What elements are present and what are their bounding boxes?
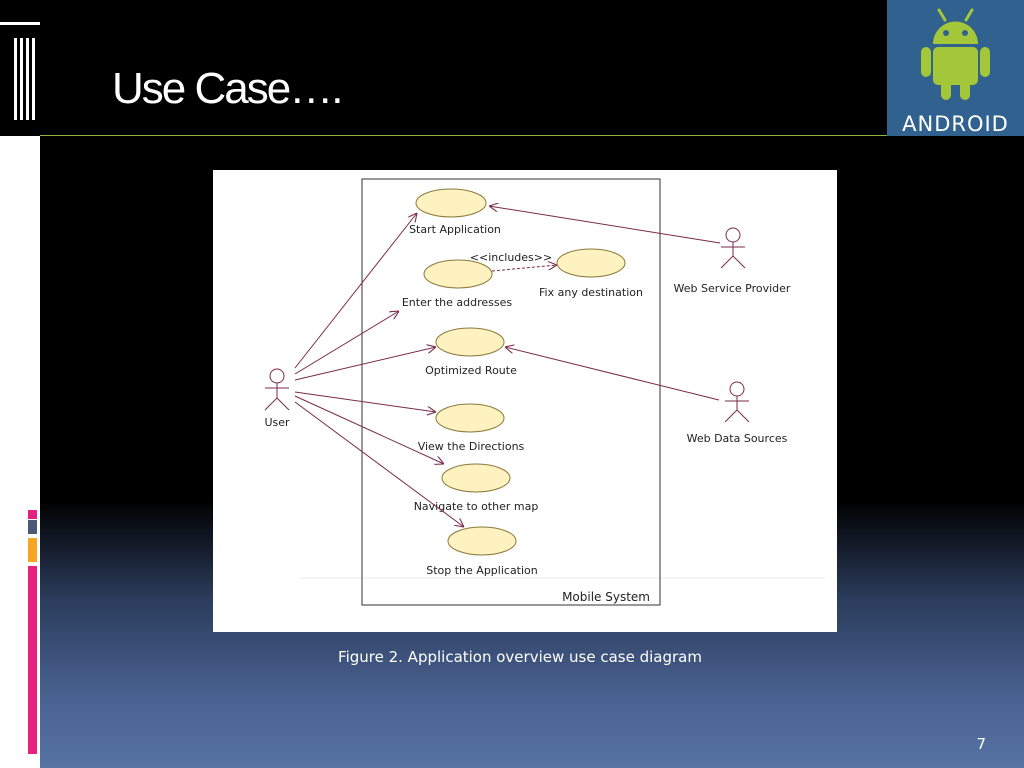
svg-text:Navigate to other map: Navigate to other map bbox=[414, 500, 539, 513]
title-divider bbox=[40, 135, 887, 136]
android-logo-text: ANDROID bbox=[902, 112, 1009, 136]
usecase-enter-addresses: Enter the addresses bbox=[402, 259, 513, 309]
svg-text:Fix any destination: Fix any destination bbox=[539, 286, 643, 299]
usecase-view-directions: View the Directions bbox=[418, 403, 525, 453]
accent-bar-orange bbox=[28, 538, 37, 562]
actor-web-service-provider bbox=[720, 227, 746, 269]
system-boundary bbox=[361, 178, 661, 606]
use-case-diagram-canvas: Mobile System Start Application Enter th… bbox=[264, 178, 825, 606]
slide-corner-lines-icon bbox=[0, 0, 40, 136]
usecase-start-application: Start Application bbox=[409, 188, 501, 236]
use-case-diagram: Mobile System Start Application Enter th… bbox=[213, 170, 837, 632]
web-service-provider-association bbox=[489, 206, 721, 244]
android-logo: ANDROID bbox=[887, 0, 1024, 136]
svg-text:Stop the Application: Stop the Application bbox=[426, 564, 538, 577]
accent-bar-pink-long bbox=[28, 566, 37, 754]
includes-label: <<includes>> bbox=[470, 251, 552, 264]
actor-web-data-sources bbox=[724, 381, 750, 423]
actor-web-data-sources-label: Web Data Sources bbox=[687, 432, 788, 445]
usecase-optimized-route: Optimized Route bbox=[425, 327, 517, 377]
title-bar bbox=[40, 0, 887, 136]
usecase-stop-application: Stop the Application bbox=[426, 526, 538, 577]
actor-user-label: User bbox=[264, 416, 290, 429]
usecase-navigate-other-map: Navigate to other map bbox=[414, 463, 539, 513]
svg-text:Optimized Route: Optimized Route bbox=[425, 364, 517, 377]
system-boundary-label: Mobile System bbox=[562, 590, 650, 604]
includes-dependency bbox=[491, 265, 557, 272]
accent-bar-pink-small bbox=[28, 510, 37, 519]
user-associations bbox=[294, 213, 464, 527]
svg-text:View the Directions: View the Directions bbox=[418, 440, 525, 453]
svg-text:Start Application: Start Application bbox=[409, 223, 501, 236]
actor-user bbox=[264, 368, 290, 411]
slide-number: 7 bbox=[976, 735, 986, 753]
svg-text:Enter the addresses: Enter the addresses bbox=[402, 296, 513, 309]
slide-title: Use Case…. bbox=[112, 64, 343, 113]
accent-bar-slate bbox=[28, 520, 37, 534]
actor-web-service-provider-label: Web Service Provider bbox=[674, 282, 791, 295]
web-data-sources-association bbox=[505, 347, 720, 401]
android-robot-icon: ANDROID bbox=[902, 8, 1009, 136]
figure-caption: Figure 2. Application overview use case … bbox=[338, 648, 702, 666]
usecase-fix-destination: Fix any destination bbox=[539, 248, 643, 299]
